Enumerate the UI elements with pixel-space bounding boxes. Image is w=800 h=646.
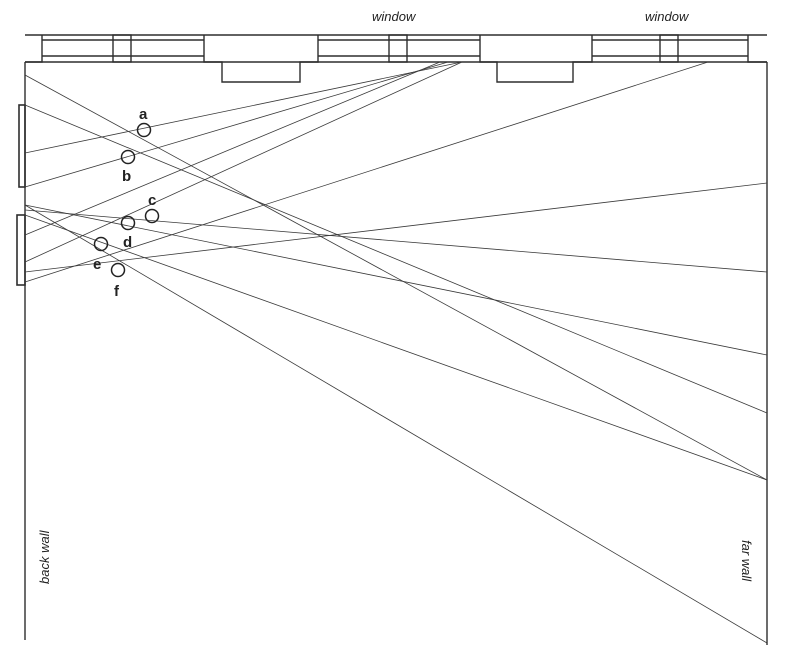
- sight-line: [24, 74, 768, 481]
- sight-line: [24, 182, 768, 273]
- observer-a-label: a: [139, 106, 148, 123]
- window-2-caption: window: [645, 9, 690, 24]
- sight-line: [24, 204, 768, 356]
- sight-lines: [24, 61, 768, 644]
- observer-c-label: c: [148, 192, 156, 209]
- back-wall-caption: back wall: [37, 529, 52, 584]
- window-1-caption: window: [372, 9, 417, 24]
- observer-d-label: d: [123, 234, 132, 251]
- observer-e-marker: [93, 236, 109, 252]
- observer-f-label: f: [114, 283, 120, 300]
- observer-f-marker: [110, 262, 126, 278]
- observer-e-label: e: [93, 256, 101, 273]
- observer-d-marker: [120, 215, 136, 231]
- window-2-mullion: [659, 34, 679, 63]
- sight-line: [24, 104, 768, 414]
- sight-line: [24, 61, 463, 263]
- window-wall-left-jamb: [25, 35, 43, 63]
- wall-pier-2: [479, 35, 593, 83]
- window-1b-mullion: [388, 34, 408, 63]
- sight-line: [24, 204, 768, 644]
- sight-line: [24, 61, 441, 236]
- wall-pier-1: [203, 35, 319, 83]
- back-wall-panel-lower: [16, 214, 26, 286]
- sight-line: [24, 61, 709, 283]
- sight-line: [24, 214, 768, 481]
- observer-c-marker: [144, 208, 160, 224]
- observer-positions: [93, 122, 160, 278]
- sight-line: [24, 209, 768, 273]
- window-1-mullion: [112, 34, 132, 63]
- sight-line: [24, 61, 449, 188]
- far-wall-caption: far wall: [739, 540, 754, 582]
- observer-a-marker: [136, 122, 152, 138]
- window-wall-right-jamb: [747, 35, 767, 63]
- back-wall-panel-upper: [18, 104, 26, 188]
- window-wall: [25, 34, 767, 83]
- observer-b-label: b: [122, 168, 131, 185]
- observer-b-marker: [120, 149, 136, 165]
- sight-line: [24, 61, 463, 154]
